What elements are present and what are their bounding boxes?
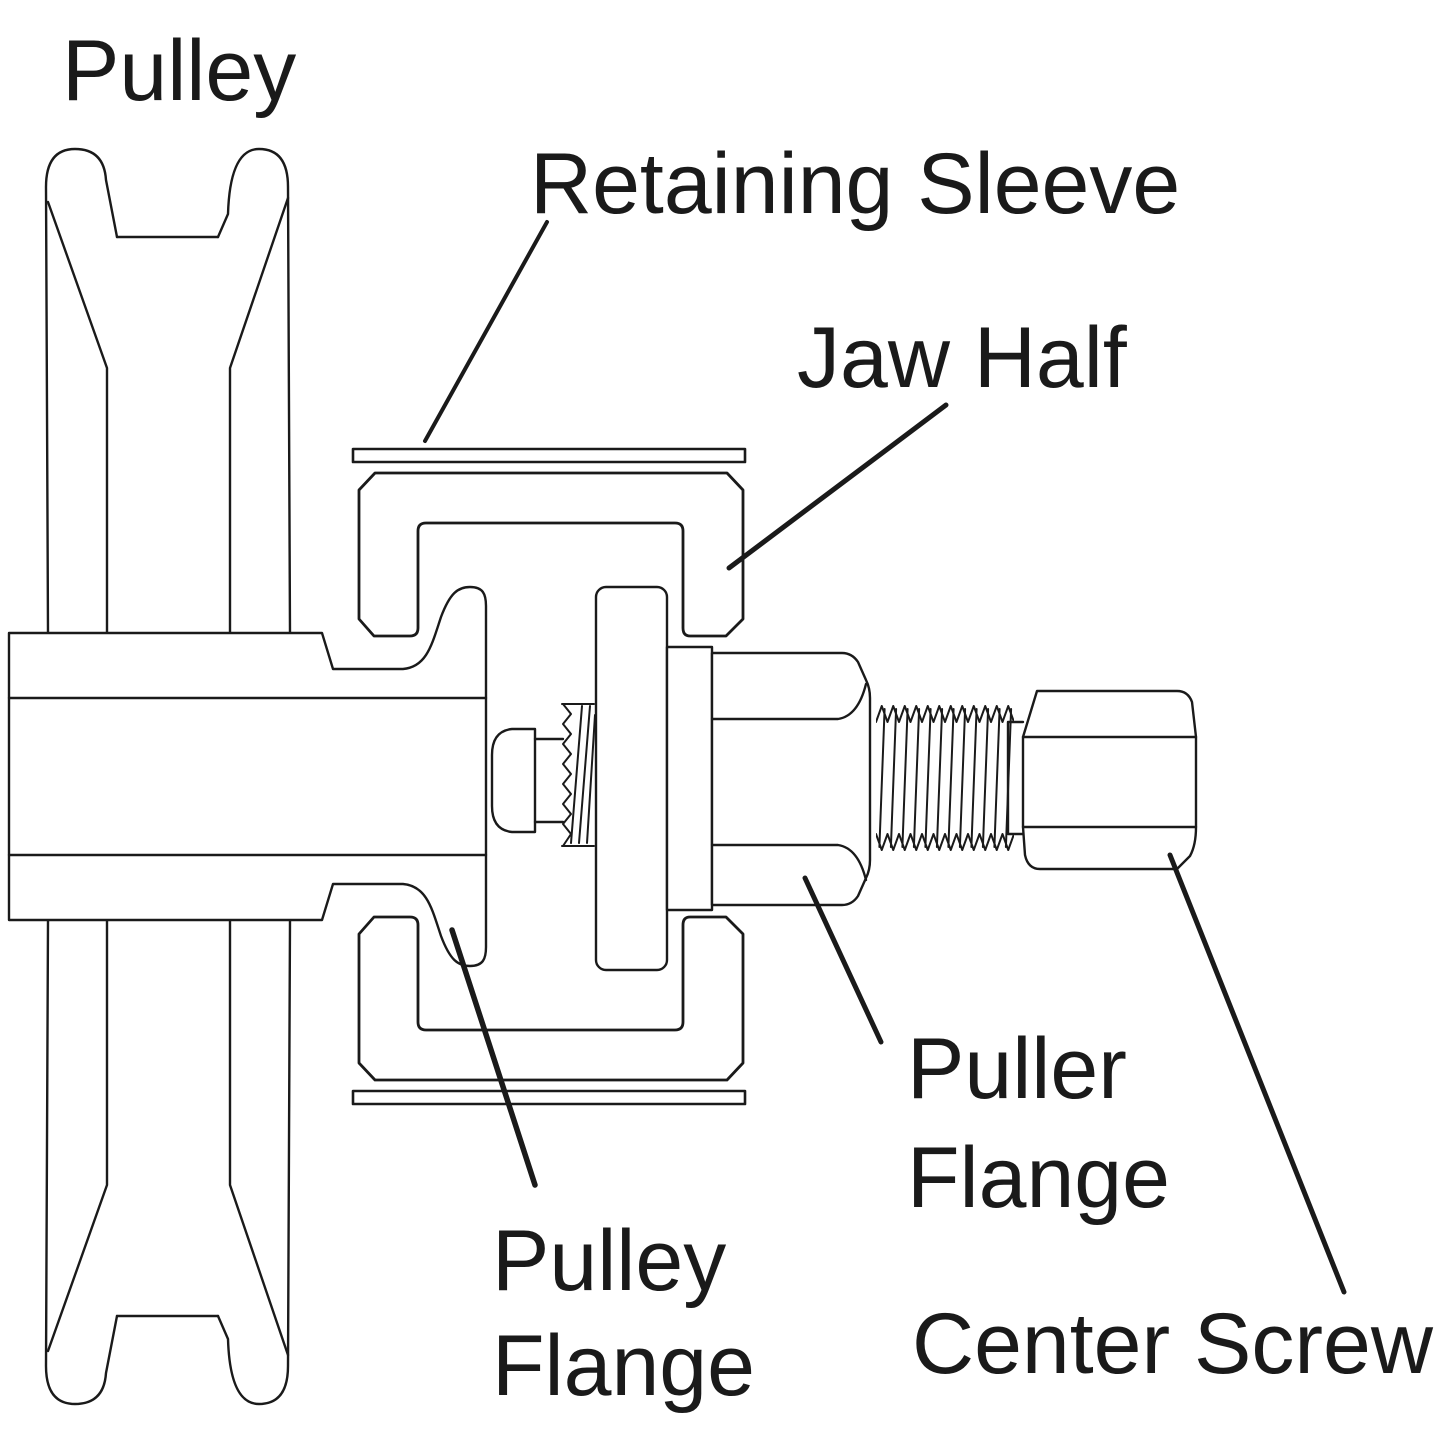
leader-pulley-flange — [449, 927, 538, 1188]
jaw-half-upper — [357, 471, 745, 638]
stud-cap — [490, 727, 537, 834]
pulley-rim-lower-left — [44, 918, 119, 1406]
pulley-web-upper-right — [228, 196, 290, 635]
label-puller-flange-line1: Puller — [907, 1021, 1127, 1117]
retaining-sleeve-lower — [351, 1089, 747, 1106]
pulley-web-upper-left — [46, 200, 109, 635]
jaw-half-lower — [357, 915, 745, 1082]
leader-retaining-sleeve — [423, 220, 549, 443]
pulley-web-lower-right — [228, 918, 290, 1357]
screw-head — [1021, 689, 1198, 871]
pulley-rim-upper-left — [44, 147, 119, 635]
leader-center-screw — [1167, 852, 1347, 1295]
label-center-screw: Center Screw — [912, 1296, 1434, 1392]
pulley-hub — [7, 585, 488, 968]
pulley-rim-lower-right — [216, 918, 292, 1406]
puller-collar — [665, 645, 714, 912]
label-jaw-half: Jaw Half — [797, 310, 1128, 406]
pulley-cross-section — [7, 147, 488, 1406]
pulley-rim-upper-right — [216, 147, 292, 635]
label-pulley: Pulley — [62, 23, 296, 119]
puller-flange-hex — [710, 651, 872, 907]
label-pulley-flange-line2: Flange — [492, 1318, 755, 1414]
retaining-sleeve-upper — [351, 447, 747, 464]
label-pulley-flange-line1: Pulley — [492, 1213, 726, 1309]
stud-threads — [561, 703, 596, 847]
label-puller-flange-line2: Flange — [907, 1130, 1170, 1226]
screw-shank — [1006, 720, 1025, 836]
screw-threads — [876, 705, 1014, 851]
leader-puller-flange — [802, 875, 884, 1045]
label-retaining-sleeve: Retaining Sleeve — [530, 136, 1180, 232]
pulley-web-lower-left — [46, 918, 109, 1353]
shaft-stud — [490, 703, 596, 847]
center-screw — [876, 689, 1198, 871]
puller-plate — [594, 585, 669, 972]
leader-jaw-half — [726, 402, 949, 571]
